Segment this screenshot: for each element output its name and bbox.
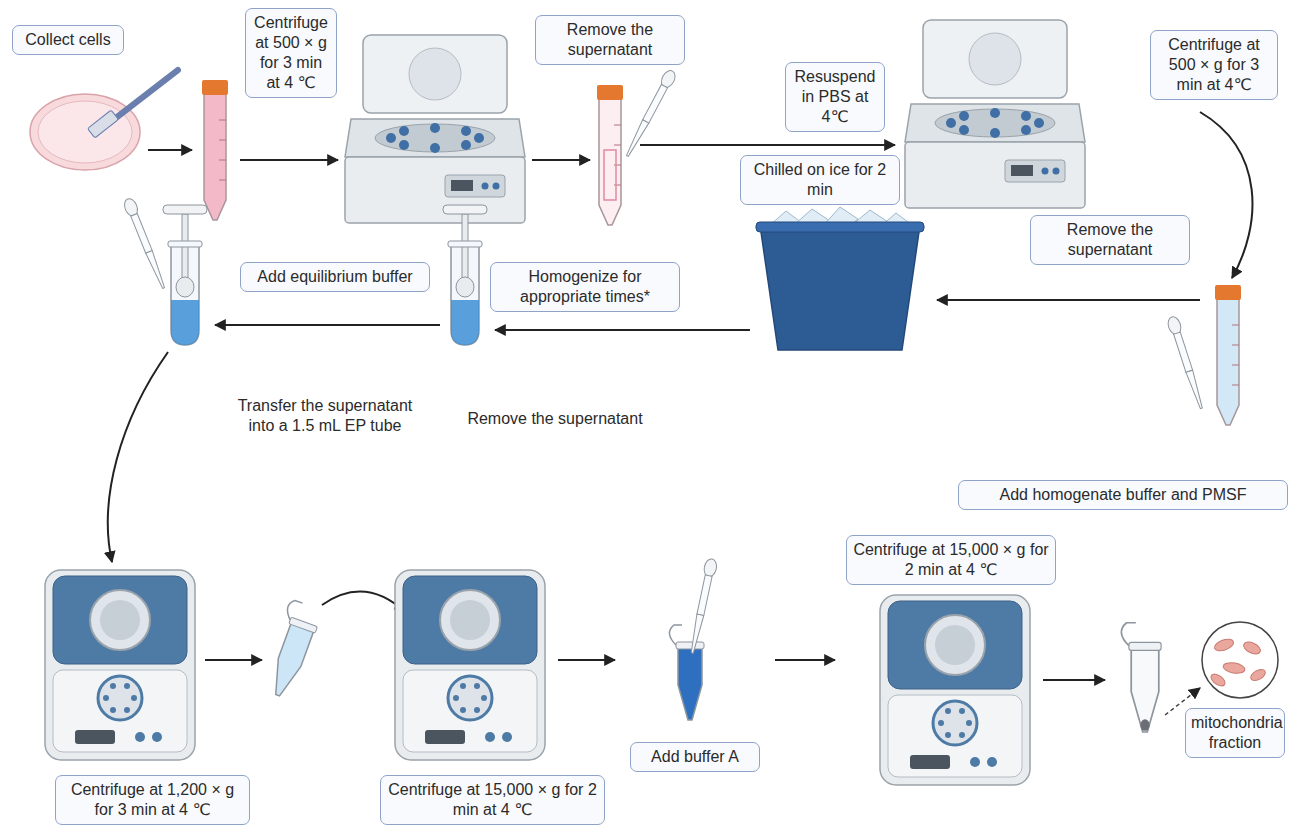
- step-box: Chilled on ice for 2 min: [740, 155, 900, 205]
- ep-tube: [258, 599, 323, 700]
- step-text: Centrifuge at 1,200 × g for 3 min at 4 ℃: [61, 780, 244, 820]
- petri-dish: [30, 94, 140, 170]
- step-box: Centrifuge at 15,000 × g for 2 min at 4 …: [380, 775, 605, 825]
- step-box: mitochondria fraction: [1185, 708, 1285, 758]
- falcon-tube: [597, 85, 623, 225]
- ep-tube-pellet: [1121, 623, 1161, 732]
- mitochondria-zoom: [1222, 661, 1245, 675]
- step-text: Add equilibrium buffer: [246, 267, 424, 287]
- step-text: Centrifuge at 500 × g for 3 min at 4 ℃: [251, 13, 331, 93]
- ep-tube-pellet: [1121, 623, 1161, 732]
- mitochondria-zoom: [1202, 622, 1278, 698]
- falcon-tube: [1215, 285, 1241, 425]
- flow-arrow: [1043, 679, 1105, 681]
- step-box: Remove the supernatant: [1030, 215, 1190, 265]
- step-box: Add equilibrium buffer: [240, 262, 430, 292]
- step-text: Remove the supernatant: [1036, 220, 1184, 260]
- step-box: Add buffer A: [630, 742, 760, 772]
- flow-arrow: [1200, 112, 1252, 278]
- pipette: [686, 558, 718, 654]
- ice-bucket: [756, 222, 924, 232]
- flow-arrow: [205, 659, 262, 661]
- petri-dish: [30, 94, 140, 170]
- benchtop-centrifuge: [905, 20, 1085, 208]
- step-box: Add homogenate buffer and PMSF: [958, 480, 1288, 510]
- step-text: Centrifuge at 15,000 × g for 2 min at 4 …: [852, 540, 1050, 580]
- dounce-homogenizer: [163, 205, 207, 345]
- mitochondria-zoom: [1249, 667, 1267, 683]
- step-text: Homogenize for appropriate times*: [496, 267, 674, 307]
- ice-bucket: [756, 207, 924, 350]
- micro-centrifuge: [880, 595, 1030, 785]
- mitochondria-zoom: [1209, 637, 1267, 688]
- step-box: Resuspend in PBS at 4℃: [785, 62, 885, 132]
- step-text: Remove the supernatant: [541, 20, 679, 60]
- flow-arrow: [558, 659, 615, 661]
- step-text: Chilled on ice for 2 min: [746, 160, 894, 200]
- step-box: Centrifuge at 500 × g for 3 min at 4 ℃: [245, 8, 337, 98]
- dounce-homogenizer: [443, 205, 487, 345]
- flow-arrow: [532, 159, 590, 161]
- flow-arrow: [148, 149, 192, 151]
- step-note: Remove the supernatant: [455, 408, 655, 430]
- falcon-tube: [202, 80, 228, 220]
- step-text: Centrifuge at 15,000 × g for 2 min at 4 …: [386, 780, 599, 820]
- flow-arrow: [495, 329, 750, 331]
- step-text: Centrifuge at 500 × g for 3 min at 4℃: [1156, 35, 1272, 95]
- ice-bucket: [760, 225, 920, 350]
- step-text: mitochondria fraction: [1191, 713, 1279, 753]
- micro-centrifuge: [395, 570, 545, 760]
- step-box: Centrifuge at 1,200 × g for 3 min at 4 ℃: [55, 775, 250, 825]
- step-box: Remove the supernatant: [535, 15, 685, 65]
- mitochondria-zoom: [1202, 622, 1278, 698]
- flow-arrow: [937, 299, 1200, 301]
- tube-pellet-outline: [604, 150, 616, 200]
- step-box: Collect cells: [12, 25, 124, 55]
- step-text: Add buffer A: [636, 747, 754, 767]
- mitochondria-zoom: [1209, 672, 1227, 689]
- cell-scraper: [108, 70, 178, 124]
- flow-arrow: [240, 159, 338, 161]
- flow-arrow: [322, 592, 405, 612]
- step-box: Centrifuge at 15,000 × g for 2 min at 4 …: [846, 535, 1056, 585]
- pipette: [1166, 315, 1207, 410]
- cell-scraper: [87, 70, 178, 138]
- step-box: Centrifuge at 500 × g for 3 min at 4℃: [1150, 30, 1278, 100]
- ep-tube-pellet: [1140, 719, 1149, 731]
- step-box: Homogenize for appropriate times*: [490, 262, 680, 312]
- flow-arrow: [215, 324, 440, 326]
- pipette: [122, 197, 169, 291]
- cell-scraper: [87, 110, 118, 138]
- ep-tube: [669, 625, 704, 720]
- benchtop-centrifuge: [345, 35, 525, 223]
- step-text: Collect cells: [18, 30, 118, 50]
- micro-centrifuge: [45, 570, 195, 760]
- mitochondria-zoom: [1242, 640, 1263, 657]
- step-text: Add homogenate buffer and PMSF: [964, 485, 1282, 505]
- step-text: Resuspend in PBS at 4℃: [791, 67, 879, 127]
- flow-arrow: [640, 144, 895, 146]
- flow-arrow: [775, 659, 835, 661]
- step-note: Transfer the supernatant into a 1.5 mL E…: [225, 395, 425, 437]
- petri-dish: [38, 101, 132, 163]
- mitochondria-zoom: [1213, 637, 1235, 653]
- flow-arrow: [108, 352, 168, 562]
